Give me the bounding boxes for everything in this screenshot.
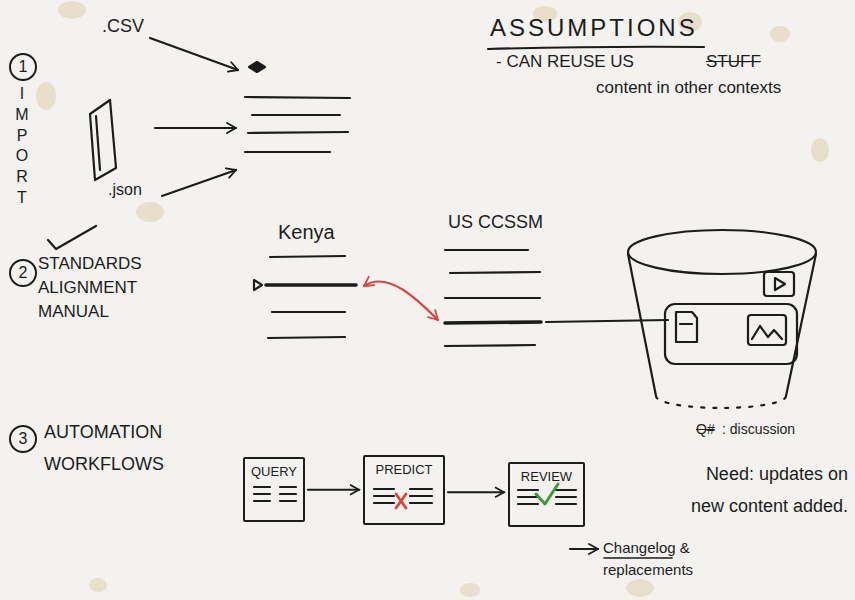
- video-icon: [764, 272, 794, 296]
- struck-word: Q#: [696, 421, 715, 438]
- list-line: [445, 345, 535, 346]
- note-arrow: [570, 548, 598, 550]
- file-icon: [96, 116, 100, 170]
- step-number-circle: 3: [9, 425, 37, 453]
- content-tray: [665, 304, 797, 364]
- list-line: [266, 283, 356, 287]
- node-text: 1: [19, 58, 28, 76]
- document-icon: [676, 312, 697, 342]
- margin-note: Need: updates on new content added.: [668, 458, 848, 522]
- workflow-step-box: REVIEW: [508, 462, 585, 527]
- paper-stains: [770, 26, 790, 42]
- struck-word: STUFF: [706, 52, 761, 72]
- list-line: [445, 322, 541, 323]
- row-pointer: [254, 280, 262, 290]
- paper-stains: [89, 578, 107, 592]
- section-heading: ASSUMPTIONS: [490, 14, 698, 43]
- node-text: REVIEW: [521, 469, 572, 484]
- document-icon: [680, 323, 692, 325]
- paper-stains: [811, 138, 829, 162]
- bucket-side: [628, 254, 656, 396]
- node-text: 2: [19, 264, 28, 282]
- video-icon: [775, 278, 785, 290]
- list-line: [445, 297, 540, 299]
- list-line: [268, 337, 345, 338]
- list-line: [245, 151, 330, 153]
- step-number-circle: 2: [9, 259, 37, 287]
- paper-stains: [36, 82, 56, 110]
- note-underline: [604, 557, 672, 559]
- step-title: IMPORT: [14, 84, 30, 209]
- node-text: PREDICT: [375, 462, 432, 477]
- file-format: .CSV: [102, 16, 144, 38]
- ink-drawing: [48, 38, 816, 558]
- margin-note: : discussion: [722, 421, 795, 438]
- paper-stains: [136, 202, 164, 222]
- file-format: .json: [108, 180, 142, 199]
- list-line: [248, 132, 348, 133]
- assumption-note: content in other contexts: [596, 78, 781, 98]
- step-title: STANDARDS ALIGNMENT MANUAL: [38, 252, 150, 324]
- image-icon: [748, 315, 786, 345]
- cap-icon: [249, 62, 265, 72]
- node-text: 3: [19, 430, 28, 448]
- list-line: [272, 311, 345, 313]
- margin-note: Changelog & replacements: [603, 537, 723, 581]
- list-heading: US CCSSM: [448, 212, 543, 234]
- workflow-step-box: PREDICT: [363, 455, 445, 525]
- box-doodle: [254, 487, 296, 501]
- flow-arrow: [448, 491, 504, 493]
- leader-line: [546, 320, 668, 322]
- prediction-mark: [396, 494, 406, 508]
- title-underline: [488, 47, 704, 49]
- paper-stains: [58, 1, 86, 19]
- bucket-side: [786, 254, 816, 396]
- bucket-base: [656, 396, 786, 408]
- check-mark: [48, 226, 96, 249]
- step-number-circle: 1: [9, 53, 37, 81]
- node-text: QUERY: [251, 464, 297, 479]
- list-line: [445, 249, 528, 251]
- list-heading: Kenya: [278, 220, 335, 244]
- list-line: [450, 272, 540, 273]
- file-icon: [90, 100, 116, 180]
- list-line: [245, 97, 350, 98]
- list-line: [252, 114, 340, 116]
- assumption-note: - CAN REUSE US: [496, 52, 634, 72]
- flow-arrow: [308, 489, 359, 491]
- import-arrow: [155, 127, 236, 129]
- step-title: AUTOMATION WORKFLOWS: [44, 416, 184, 480]
- review-check: [536, 484, 558, 504]
- import-arrow: [162, 170, 236, 196]
- alignment-arrow: [364, 281, 438, 320]
- import-arrow: [150, 38, 238, 70]
- bucket-rim: [628, 230, 816, 274]
- paper-stains: [626, 579, 654, 597]
- list-line: [270, 256, 345, 257]
- image-icon: [752, 326, 782, 339]
- paper-stains: [460, 583, 480, 597]
- workflow-step-box: QUERY: [243, 457, 305, 522]
